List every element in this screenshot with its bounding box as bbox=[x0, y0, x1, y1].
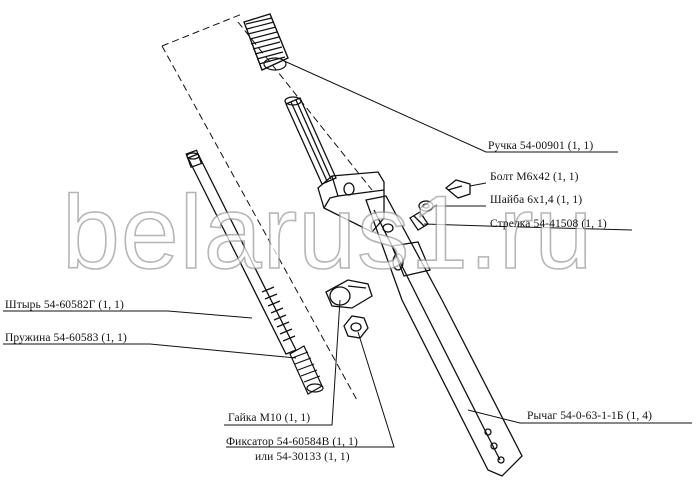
label-handle: Ручка 54-00901 (1, 1) bbox=[488, 140, 594, 152]
label-latch: Фиксатор 54-60584В (1, 1) bbox=[226, 436, 358, 448]
label-washer: Шайба 6х1,4 (1, 1) bbox=[490, 194, 583, 206]
bolt-m6x42 bbox=[444, 179, 471, 199]
label-arrow: Стрелка 54-41508 (1, 1) bbox=[490, 218, 607, 230]
spring-coil bbox=[289, 345, 324, 395]
leader-lines bbox=[3, 59, 692, 448]
label-nut: Гайка М10 (1, 1) bbox=[228, 412, 311, 424]
lever-bracket bbox=[317, 171, 385, 233]
lever-body bbox=[365, 195, 523, 477]
latch-part bbox=[325, 279, 373, 309]
handle-grip bbox=[243, 13, 289, 71]
pin-rod bbox=[185, 149, 297, 355]
assembly-dash-lines bbox=[161, 13, 373, 403]
handle-rod bbox=[284, 96, 337, 185]
washer-part bbox=[418, 200, 434, 212]
pointer-arrow bbox=[409, 211, 429, 231]
label-latch-alt: или 54-30133 (1, 1) bbox=[255, 451, 350, 463]
label-spring: Пружина 54-60583 (1, 1) bbox=[5, 332, 127, 344]
nut-m10 bbox=[343, 315, 369, 339]
label-bolt: Болт М6х42 (1, 1) bbox=[490, 171, 579, 183]
label-lever: Рычаг 54-0-63-1-1Б (1, 4) bbox=[527, 410, 653, 422]
label-pin: Штырь 54-60582Г (1, 1) bbox=[5, 299, 124, 311]
